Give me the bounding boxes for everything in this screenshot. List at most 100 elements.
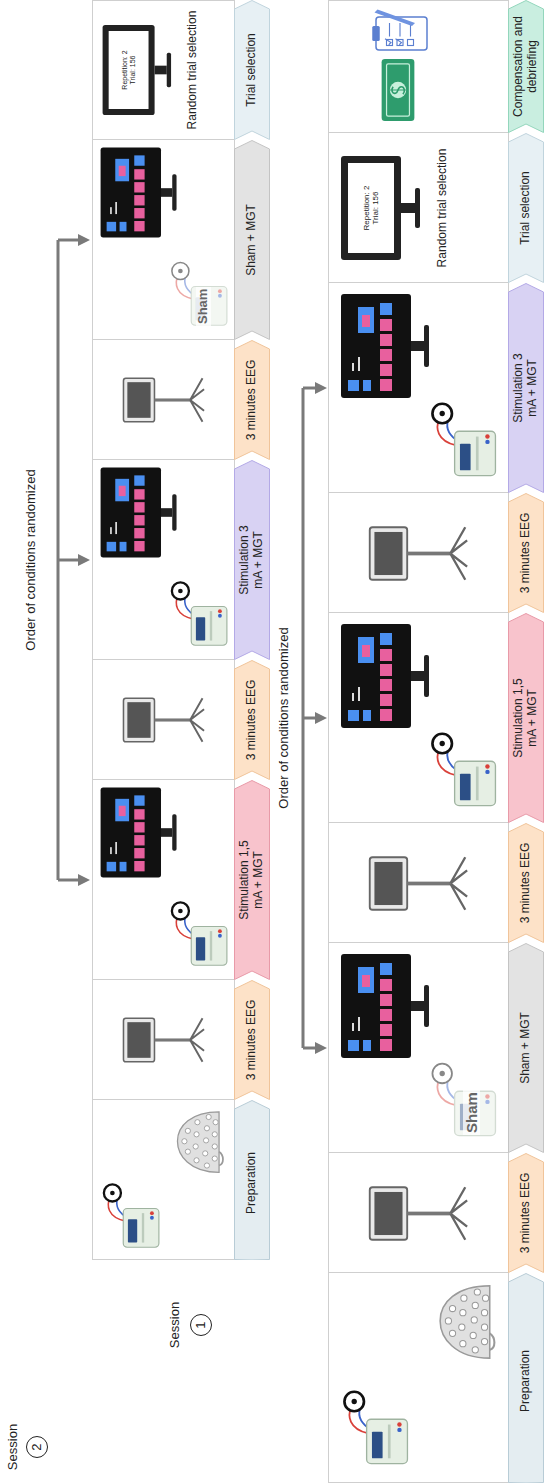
step-label: Sham + MGT [245, 204, 259, 276]
stimulator-icon [344, 1392, 407, 1464]
step-label: 3 minutes EEG [245, 360, 259, 441]
chevron-outline [509, 824, 544, 943]
trial-cell: Random trial selection Repetition: 2 Tria… [92, 0, 234, 140]
session-label: Session [168, 1297, 183, 1353]
chevron-outline [235, 1, 270, 140]
eeg-monitor-icon [370, 857, 467, 909]
step-label: Stimulation 1,5 mA + MGT [238, 838, 266, 922]
eeg-monitor-icon [370, 527, 467, 579]
sham-stimulator-icon [432, 1064, 495, 1136]
step-header: Sham + MGT [234, 140, 270, 340]
chevron-outline [235, 1101, 270, 1261]
sham-cell: Sham [328, 943, 508, 1153]
chevron-outline [235, 341, 270, 460]
chevron-outline [509, 1274, 544, 1483]
trial-cell: Random trial selection Repetition: 2 Tria… [328, 133, 508, 283]
step-header: Preparation [234, 1100, 270, 1260]
step-label: 3 minutes EEG [245, 1000, 259, 1081]
randomization-note: Order of conditions randomized [277, 618, 292, 818]
step-header: Trial selection [508, 133, 544, 283]
step-label: Stimulation 3 mA + MGT [238, 518, 266, 602]
clipboard-icon [372, 10, 427, 51]
stimulator-icon [172, 902, 227, 965]
cell-text: Random trial selection [186, 8, 200, 132]
step-header: Stimulation 3 mA + MGT [234, 460, 270, 660]
session-number-text: 1 [194, 1321, 209, 1328]
screen-text: Repetition: 2 Trial: 156 [121, 45, 137, 95]
step-header: Compensation and debriefing [508, 0, 544, 133]
step-header: 3 minutes EEG [508, 1153, 544, 1273]
mgt-monitor-icon [101, 788, 177, 878]
step-header: Stimulation 1,5 mA + MGT [508, 613, 544, 823]
mgt-monitor-icon [341, 294, 429, 398]
money-icon [382, 59, 415, 121]
mgt-monitor-icon [101, 468, 177, 558]
cell-text: Sham [196, 287, 211, 326]
step-header: 3 minutes EEG [234, 340, 270, 460]
sham-stimulator-icon [172, 262, 227, 325]
step-header: Stimulation 1,5 mA + MGT [234, 780, 270, 980]
randomization-arrows [58, 240, 321, 1048]
step-label: Stimulation 1,5 mA + MGT [512, 676, 540, 760]
eeg-monitor-icon [123, 378, 204, 421]
session-label: Session [6, 1419, 21, 1475]
session-number: 1 [190, 1314, 212, 1336]
step-label: Trial selection [245, 33, 259, 107]
chevron-outline [509, 494, 544, 613]
step-header: Trial selection [234, 0, 270, 140]
step-label: Sham + MGT [519, 1012, 533, 1084]
step-label: Stimulation 3 mA + MGT [512, 346, 540, 430]
step-header: 3 minutes EEG [234, 980, 270, 1100]
step-label: Preparation [519, 1350, 533, 1412]
chevron-outline [509, 1154, 544, 1273]
eeg-monitor-icon [123, 698, 204, 741]
randomization-note: Order of conditions randomized [24, 460, 39, 660]
cell-text: Random trial selection [436, 143, 450, 273]
session-number: 2 [26, 1436, 48, 1458]
mgt-monitor-icon [101, 148, 177, 238]
chevron-outline [509, 284, 544, 493]
stimulator-icon [172, 582, 227, 645]
stimulator-icon [432, 734, 495, 806]
eeg-monitor-icon [370, 1187, 467, 1239]
monitor-screen: Repetition: 2 Trial: 156 [109, 31, 149, 109]
session-number-text: 2 [30, 1443, 45, 1450]
monitor-screen: Repetition: 2 Trial: 156 [348, 163, 394, 253]
eeg-monitor-icon [123, 1018, 204, 1061]
chevron-outline [509, 134, 544, 283]
step-label: Compensation and debriefing [512, 13, 540, 120]
step-header: 3 minutes EEG [234, 660, 270, 780]
eeg-cap-icon [440, 1286, 494, 1358]
chevron-outline [509, 944, 544, 1153]
chevron-outline [235, 661, 270, 780]
chevron-outline [235, 981, 270, 1100]
chevron-outline [235, 461, 270, 660]
step-header: 3 minutes EEG [508, 823, 544, 943]
mgt-monitor-icon [341, 624, 429, 728]
step-header: Sham + MGT [508, 943, 544, 1153]
stimulator-icon [104, 1184, 159, 1247]
step-header: 3 minutes EEG [508, 493, 544, 613]
mgt-monitor-icon [341, 954, 429, 1058]
cell-text: Sham [463, 1090, 480, 1135]
chevron-outline [509, 614, 544, 823]
screen-text: Repetition: 2 Trial: 156 [362, 180, 380, 237]
step-label: 3 minutes EEG [519, 513, 533, 594]
step-label: Trial selection [519, 171, 533, 245]
step-label: Preparation [245, 1152, 259, 1214]
trial-monitor-icon [341, 156, 420, 260]
cell-frames [93, 1, 509, 1483]
chevron-outline [235, 141, 270, 340]
step-label: 3 minutes EEG [519, 1173, 533, 1254]
step-label: 3 minutes EEG [245, 680, 259, 761]
step-header: Stimulation 3 mA + MGT [508, 283, 544, 493]
trial-monitor-icon [103, 25, 171, 115]
step-header: Preparation [508, 1273, 544, 1483]
eeg-cap-icon [177, 1112, 223, 1173]
chevron-outline [235, 781, 270, 980]
sham-cell: Sham [92, 140, 234, 340]
chevron-outline [509, 1, 544, 133]
